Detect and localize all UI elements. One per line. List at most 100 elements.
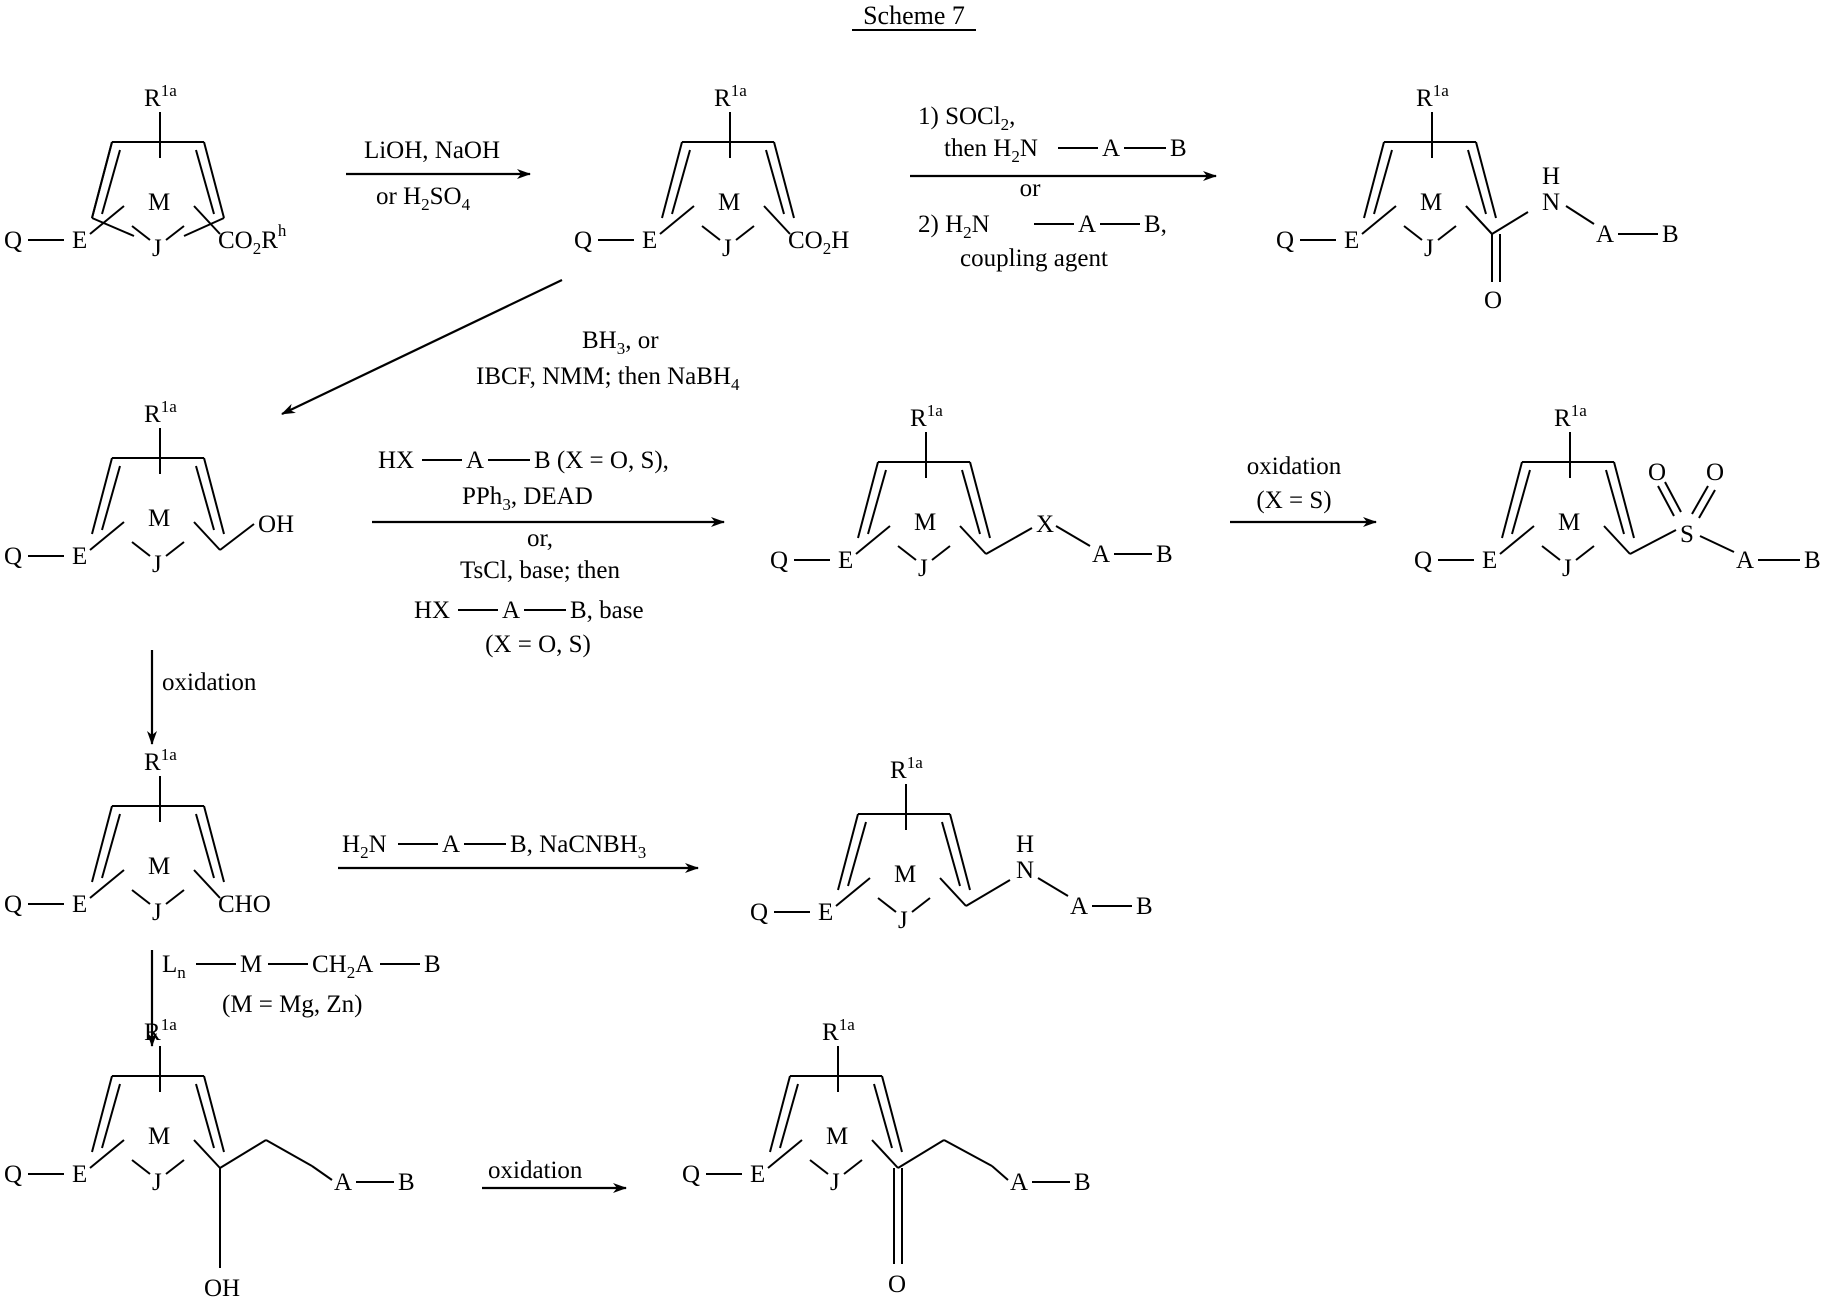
reagent-hydrolysis-line1: LiOH, NaOH [364, 137, 500, 164]
atom-e: E [818, 899, 833, 926]
atom-q: Q [750, 899, 768, 926]
reagent-reduction-line2: IBCF, NMM; then NaBH4 [476, 363, 740, 394]
atom-b: B [1156, 541, 1173, 568]
reagent-ether-line4: TsCl, base; then [460, 557, 621, 584]
atom-b: B [1074, 1169, 1091, 1196]
r1a-label: R1a [910, 401, 943, 432]
atom-m: M [894, 861, 916, 888]
reagent-amide-line2: then H2N [944, 135, 1038, 166]
atom-a: A [1010, 1169, 1028, 1196]
atom-s: S [1680, 521, 1694, 548]
reagent-grignard-ch2: CH2A [312, 951, 373, 982]
atom-q: Q [574, 227, 592, 254]
atom-j: J [830, 1169, 840, 1196]
reagent-grignard-line2: (M = Mg, Zn) [222, 991, 362, 1018]
reagent-ether-line6: (X = O, S) [485, 631, 591, 658]
reagent-hydrolysis-line2: or H2SO4 [376, 183, 471, 214]
scheme-title: Scheme 7 [863, 1, 965, 30]
atom-m: M [718, 189, 740, 216]
structure-acid: R1a M J Q E CO2H [574, 81, 849, 262]
atom-a: A [1092, 541, 1110, 568]
atom-m: M [914, 509, 936, 536]
r1a-label: R1a [144, 745, 177, 776]
carbonyl-o: O [1484, 287, 1502, 314]
reagent-oxidation-ketone: oxidation [488, 1157, 583, 1184]
reagent-ether-line5-hx: HX [414, 597, 450, 624]
reagent-ether-line1-b: B (X = O, S), [534, 447, 669, 474]
atom-e: E [72, 227, 87, 254]
reagent-amide-line3-a: A [1078, 211, 1096, 238]
arrow-reduction [282, 280, 562, 414]
atom-b: B [1136, 893, 1153, 920]
reagent-sulfone-line2: (X = S) [1256, 487, 1331, 514]
atom-q: Q [770, 547, 788, 574]
reagent-ether-line5-b: B, base [570, 597, 644, 624]
r1a-label: R1a [890, 753, 923, 784]
reagent-amination-a: A [442, 831, 460, 858]
atom-e: E [72, 891, 87, 918]
atom-j: J [722, 235, 732, 262]
atom-q: Q [4, 543, 22, 570]
atom-q: Q [4, 227, 22, 254]
structure-sulfone: R1a M J Q E S O O A B [1414, 401, 1821, 582]
reagent-grignard-b: B [424, 951, 441, 978]
reagent-amide-line3-b: B, [1144, 211, 1167, 238]
structure-amine: R1a M J Q E H N A B [750, 753, 1153, 934]
atom-j: J [918, 555, 928, 582]
atom-e: E [1344, 227, 1359, 254]
atom-m: M [1420, 189, 1442, 216]
atom-q: Q [682, 1161, 700, 1188]
reagent-amide-or: or [1020, 175, 1042, 202]
hydroxyl-label: OH [258, 511, 294, 538]
atom-m: M [148, 1123, 170, 1150]
sulfone-o1: O [1648, 459, 1666, 486]
amide-n: N [1542, 189, 1560, 216]
atom-q: Q [4, 1161, 22, 1188]
atom-m: M [1558, 509, 1580, 536]
atom-b: B [1804, 547, 1821, 574]
reagent-ether-line5-a: A [502, 597, 520, 624]
structure-ester: R1a M J Q E CO2Rh [4, 81, 287, 262]
atom-j: J [152, 235, 162, 262]
co2h-label: CO2H [788, 227, 849, 258]
reagent-amide-line4: coupling agent [960, 245, 1108, 272]
atom-j: J [152, 899, 162, 926]
atom-e: E [72, 543, 87, 570]
atom-a: A [1596, 221, 1614, 248]
reagent-ether-line1-hx: HX [378, 447, 414, 474]
atom-j: J [1562, 555, 1572, 582]
atom-m: M [148, 505, 170, 532]
carbonyl-o: O [888, 1271, 906, 1298]
atom-q: Q [4, 891, 22, 918]
atom-q: Q [1414, 547, 1432, 574]
r1a-label: R1a [144, 81, 177, 112]
structure-amide: R1a M J Q E O H N A B [1276, 81, 1679, 314]
hydroxyl-label: OH [204, 1275, 240, 1298]
atom-m: M [826, 1123, 848, 1150]
amine-h: H [1016, 831, 1034, 858]
atom-x: X [1036, 511, 1054, 538]
reagent-grignard-ln: Ln [162, 951, 186, 982]
atom-a: A [334, 1169, 352, 1196]
atom-e: E [72, 1161, 87, 1188]
r1a-label: R1a [1416, 81, 1449, 112]
r1a-label: R1a [822, 1015, 855, 1046]
sulfone-o2: O [1706, 459, 1724, 486]
reagent-amide-line2-a: A [1102, 135, 1120, 162]
atom-e: E [750, 1161, 765, 1188]
co2rh-label: CO2Rh [218, 221, 287, 258]
atom-b: B [1662, 221, 1679, 248]
reagent-amide-line2-b: B [1170, 135, 1187, 162]
reagent-ether-line1-a: A [466, 447, 484, 474]
atom-a: A [1070, 893, 1088, 920]
atom-m: M [148, 853, 170, 880]
r1a-label: R1a [144, 397, 177, 428]
atom-m: M [148, 189, 170, 216]
atom-e: E [642, 227, 657, 254]
reagent-amination-h2n: H2N [342, 831, 387, 862]
structure-alcohol: R1a M J Q E OH [4, 397, 294, 578]
reagent-amination-b: B, NaCNBH3 [510, 831, 646, 862]
atom-a: A [1736, 547, 1754, 574]
reagent-ether-line2: PPh3, DEAD [462, 483, 593, 514]
